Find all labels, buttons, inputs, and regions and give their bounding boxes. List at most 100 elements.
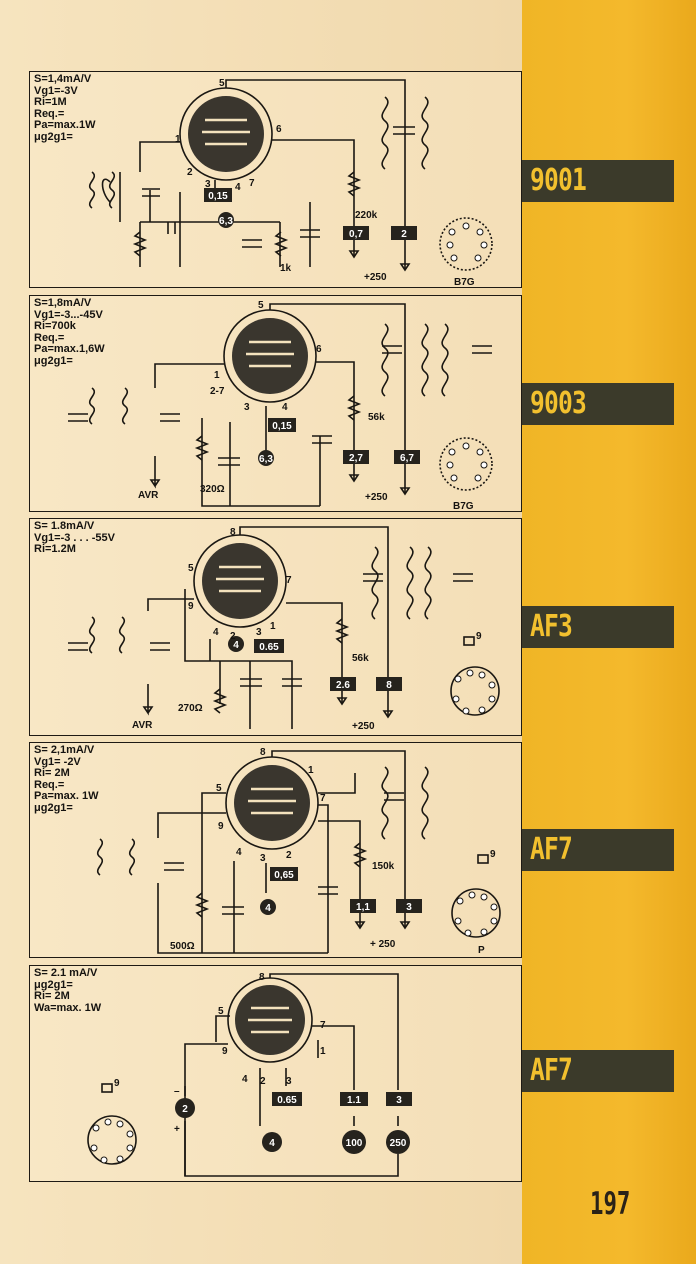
value-box-a: 0,7: [349, 229, 363, 240]
cathode-resistor: 320Ω: [200, 484, 225, 495]
plate-resistor: 150k: [372, 861, 395, 872]
heater-voltage: 4: [265, 903, 271, 914]
meter-100: 100: [346, 1138, 363, 1149]
pin-5: 5: [218, 1006, 224, 1017]
avr-label: AVR: [138, 490, 159, 501]
supply-voltage: +250: [364, 272, 387, 283]
socket-key-pin: 9: [114, 1078, 120, 1089]
pin-3: 3: [205, 179, 211, 190]
plate-resistor: 56k: [352, 653, 369, 664]
value-box-b: 8: [386, 680, 392, 691]
tab-af3: AF3: [522, 606, 674, 648]
pin-2-7: 2-7: [210, 386, 225, 397]
socket-type: B7G: [453, 501, 474, 512]
heater-current: 0,65: [274, 870, 294, 881]
pin-7: 7: [249, 178, 255, 189]
pin-1: 1: [308, 765, 314, 776]
heater-voltage: 4: [233, 640, 239, 651]
schematic-9003: 5 1 6 2-7 3 4 0,15 6,3 56k 320Ω 2,7 6,7 …: [68, 300, 493, 512]
pin-4: 4: [236, 847, 242, 858]
plate-resistor: 220k: [355, 210, 378, 221]
supply-voltage: +250: [352, 721, 375, 732]
value-box-a: 1,1: [356, 902, 370, 913]
pin-6: 6: [316, 344, 322, 355]
pin-1: 1: [214, 370, 220, 381]
tab-9001: 9001: [522, 160, 674, 202]
circuit-panel-af7-b: 8 5 7 9 4 2 3 1 0.65 4 2 – + 1.1 3 100 2…: [29, 965, 522, 1182]
socket-type: B7G: [454, 277, 475, 288]
pin-7: 7: [320, 793, 326, 804]
supply-voltage: + 250: [370, 939, 396, 950]
pin-8: 8: [230, 527, 236, 538]
tube-electrodes: [202, 543, 278, 619]
page-number: 197: [590, 1186, 631, 1222]
avr-label: AVR: [132, 720, 153, 731]
circuit-panel-af7-a: 8 1 5 7 9 4 3 2 0,65 4 150k 500Ω 1,1 3 +…: [29, 742, 522, 958]
pin-3: 3: [244, 402, 250, 413]
cathode-resistor: 500Ω: [170, 941, 195, 952]
socket-type: P: [478, 945, 485, 956]
pin-9: 9: [222, 1046, 228, 1057]
tube-electrodes: [232, 318, 308, 394]
pin-8: 8: [260, 747, 266, 758]
pin-2: 2: [187, 167, 193, 178]
circuit-panel-9001: 5 1 6 2 3 4 7 0,15 6,3 220k 1k 0,7 2 +25…: [29, 71, 522, 288]
pin-5: 5: [219, 78, 225, 89]
tab-af7-a: AF7: [522, 829, 674, 871]
schematic-af7-a: 8 1 5 7 9 4 3 2 0,65 4 150k 500Ω 1,1 3 +…: [96, 747, 501, 956]
pin-3: 3: [286, 1076, 292, 1087]
tube-specs: S=1,4mA/V Vg1=-3V Ri=1M Req.= Pa=max.1W …: [34, 73, 96, 143]
circuit-panel-af3: 8 5 7 9 4 2 3 1 0.65 4 56k 270Ω 2.6 8 +2…: [29, 518, 522, 736]
pin-9: 9: [218, 821, 224, 832]
pin-8: 8: [259, 972, 265, 983]
pin-2: 2: [260, 1076, 266, 1087]
heater-current: 0.65: [259, 642, 279, 653]
pin-1: 1: [175, 134, 181, 145]
heater-voltage: 6,3: [259, 454, 273, 465]
heater-voltage: 4: [269, 1138, 275, 1149]
value-box-b: 3: [406, 902, 412, 913]
bias-plus: +: [174, 1124, 180, 1135]
pin-7: 7: [286, 575, 292, 586]
meter-250: 250: [390, 1138, 407, 1149]
value-box-a: 2.6: [336, 680, 350, 691]
pin-7: 7: [320, 1020, 326, 1031]
pin-5: 5: [258, 300, 264, 311]
value-box-a: 1.1: [347, 1095, 361, 1106]
heater-voltage: 6,3: [219, 216, 233, 227]
pin-4: 4: [282, 402, 288, 413]
pin-9: 9: [188, 601, 194, 612]
pin-5: 5: [216, 783, 222, 794]
heater-current: 0,15: [208, 191, 228, 202]
value-box-a: 2,7: [349, 453, 363, 464]
socket-key-pin: 9: [490, 849, 496, 860]
pin-1: 1: [320, 1046, 326, 1057]
value-box-b: 6,7: [400, 453, 414, 464]
pin-2: 2: [230, 631, 236, 642]
circuit-panel-9003: 5 1 6 2-7 3 4 0,15 6,3 56k 320Ω 2,7 6,7 …: [29, 295, 522, 512]
value-box-b: 3: [396, 1095, 402, 1106]
pin-4: 4: [242, 1074, 248, 1085]
pin-1: 1: [270, 621, 276, 632]
supply-voltage: +250: [365, 492, 388, 503]
schematic-af7-b: 8 5 7 9 4 2 3 1 0.65 4 2 – + 1.1 3 100 2…: [87, 972, 412, 1177]
cathode-resistor: 270Ω: [178, 703, 203, 714]
pin-3: 3: [260, 853, 266, 864]
pin-4: 4: [213, 627, 219, 638]
pin-3: 3: [256, 627, 262, 638]
pin-2: 2: [286, 850, 292, 861]
tube-specs: S= 1.8mA/V Vg1=-3 . . . -55V Ri=1.2M: [34, 520, 116, 555]
tab-af7-b: AF7: [522, 1050, 674, 1092]
bias-minus: –: [174, 1086, 180, 1097]
pin-5: 5: [188, 563, 194, 574]
tab-9003: 9003: [522, 383, 674, 425]
socket-key-pin: 9: [476, 631, 482, 642]
heater-current: 0,15: [272, 421, 292, 432]
tube-specs: S= 2,1mA/V Vg1= -2V Ri= 2M Req.= Pa=max.…: [34, 744, 99, 814]
grid-bias: 2: [182, 1104, 188, 1115]
plate-resistor: 56k: [368, 412, 385, 423]
cathode-resistor: 1k: [280, 263, 292, 274]
schematic-af3: 8 5 7 9 4 2 3 1 0.65 4 56k 270Ω 2.6 8 +2…: [68, 526, 500, 732]
tube-specs: S=1,8mA/V Vg1=-3...-45V Ri=700k Req.= Pa…: [34, 297, 105, 367]
